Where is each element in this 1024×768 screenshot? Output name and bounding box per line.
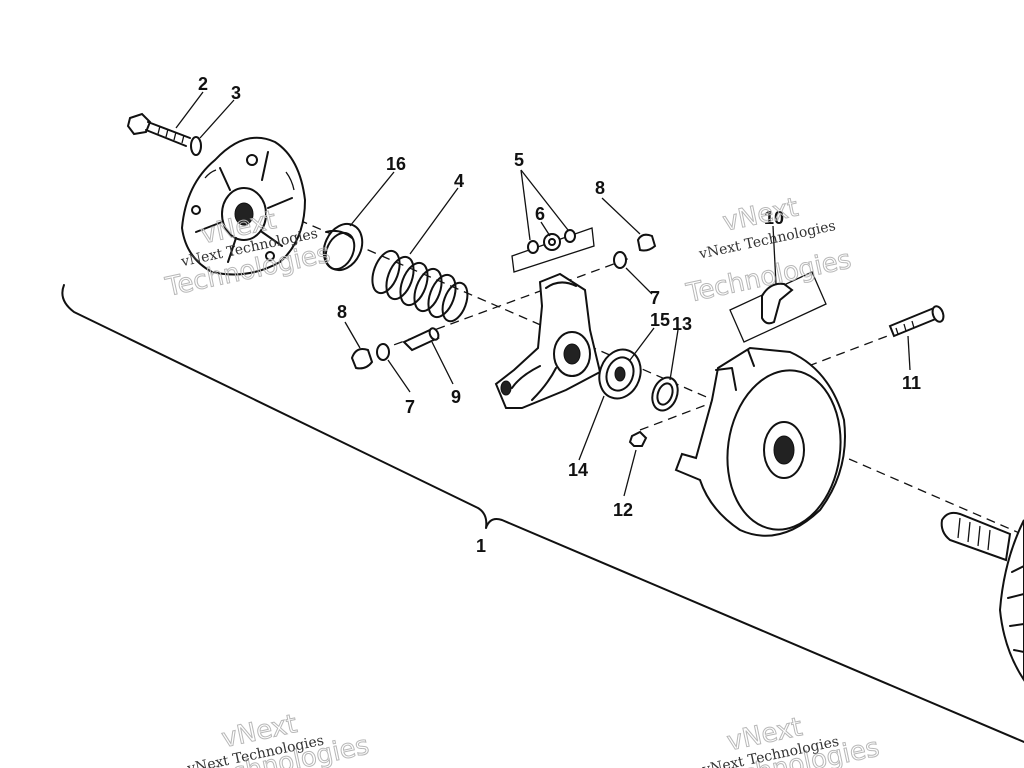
- callout-labels: 1 2 3 4 5 6 7 7 8 8 9 10 11 12 13 14 15 …: [198, 74, 921, 556]
- callout-1: 1: [476, 536, 486, 556]
- watermark-top-left: vNext Technologies vNext Technologies: [162, 205, 334, 304]
- callout-6: 6: [535, 204, 545, 224]
- callout-4: 4: [454, 171, 464, 191]
- washer-part-right: [613, 251, 627, 269]
- roller-kit-part: [511, 227, 595, 273]
- callout-14: 14: [568, 460, 588, 480]
- callout-16: 16: [386, 154, 406, 174]
- leader-lines: [175, 91, 911, 497]
- callout-11: 11: [902, 373, 921, 393]
- assembly-bracket: [61, 284, 1024, 743]
- nut-part: [628, 430, 648, 447]
- callout-7-right: 7: [650, 288, 660, 308]
- bearing-part: [598, 348, 642, 400]
- bolt-part: [126, 112, 191, 147]
- button-part-left: [350, 348, 374, 370]
- watermark-top-right: vNext Technologies vNext Technologies: [683, 192, 855, 309]
- callout-8-left: 8: [337, 302, 347, 322]
- callout-15: 15: [650, 310, 670, 330]
- movable-sheave-part: [674, 346, 846, 537]
- callout-7-left: 7: [405, 397, 415, 417]
- seal-ring-part: [651, 376, 679, 412]
- callout-8-right: 8: [595, 178, 605, 198]
- watermark-bottom-left: vNext Technologies vNext Technologies: [185, 709, 372, 768]
- bushing-ring-part: [322, 222, 364, 272]
- shaft-axis-line: [229, 189, 1024, 536]
- callout-3: 3: [231, 83, 241, 103]
- button-part-right: [636, 233, 657, 252]
- cover-plate-part: [180, 136, 307, 276]
- pin-part: [402, 327, 440, 352]
- long-bolt-part: [888, 305, 945, 338]
- weight-kit-part: [729, 271, 827, 343]
- washer-part: [190, 136, 202, 156]
- spring-part: [371, 249, 469, 323]
- callout-12: 12: [613, 500, 633, 520]
- watermark-bottom-right: vNext Technologies vNext Technologies: [700, 712, 882, 768]
- callout-13: 13: [672, 314, 692, 334]
- callout-5: 5: [514, 150, 524, 170]
- fixed-sheave-part: [940, 511, 1024, 682]
- washer-part-left: [376, 343, 390, 361]
- callout-9: 9: [451, 387, 461, 407]
- spider-arm-part: [494, 272, 602, 409]
- callout-2: 2: [198, 74, 208, 94]
- callout-10: 10: [764, 208, 784, 228]
